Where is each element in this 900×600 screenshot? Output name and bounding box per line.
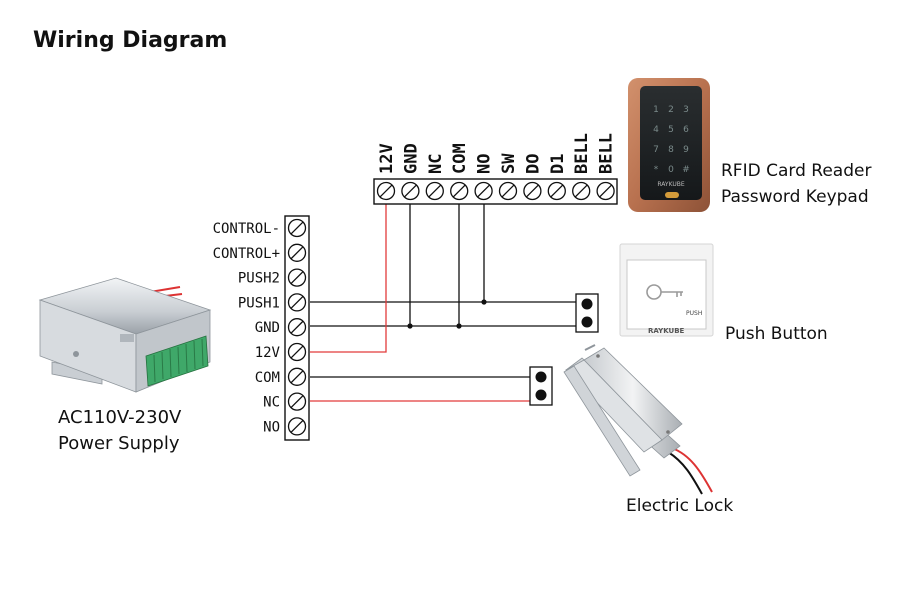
power-terminal-label: PUSH2 — [238, 271, 280, 287]
power-terminal-screw — [287, 268, 307, 287]
button-brand: RAYKUBE — [648, 327, 685, 335]
reader-terminal-label: NC — [426, 154, 446, 174]
button-push-text: PUSH — [686, 310, 702, 317]
reader-terminal-screw — [401, 181, 420, 201]
wire-12v — [310, 193, 387, 353]
reader-terminal-label: BELL — [572, 133, 592, 174]
power-terminal-label: 12V — [255, 345, 281, 361]
reader-terminal-label: DO — [523, 154, 543, 174]
power-terminal-screw — [287, 243, 307, 262]
keypad-digit: * — [654, 165, 659, 175]
wires — [310, 193, 578, 402]
reader-terminal-label: COM — [450, 143, 470, 174]
keypad-digit: 8 — [668, 145, 674, 155]
power-caption-line2: Power Supply — [58, 433, 180, 454]
power-terminal-screw — [287, 342, 307, 362]
power-terminal-screw — [287, 392, 307, 411]
keypad-digit: 9 — [683, 145, 689, 155]
keypad-digit: 5 — [668, 125, 674, 135]
keypad-digit: 0 — [668, 165, 674, 175]
keypad-digit: 3 — [683, 105, 689, 115]
electric-lock-device — [563, 344, 713, 495]
reader-terminal-screw — [450, 181, 469, 201]
power-terminal-label: NO — [263, 419, 280, 435]
reader-caption-line2: Password Keypad — [721, 187, 869, 207]
junction-dot — [407, 323, 413, 329]
reader-terminal-screw — [596, 181, 615, 201]
reader-terminal-screw — [474, 181, 493, 201]
reader-terminal-label: 12V — [377, 143, 397, 174]
power-terminal-screw — [287, 417, 307, 436]
power-terminal-label: CONTROL+ — [213, 246, 280, 262]
key-icon — [646, 284, 683, 300]
keypad-digit: # — [682, 165, 690, 175]
push-button-caption: Push Button — [725, 324, 828, 344]
push-button-connector — [575, 293, 599, 333]
power-terminal-label: NC — [263, 395, 280, 411]
reader-terminal-label: BELL — [597, 133, 617, 174]
reader-terminal-screw — [547, 181, 566, 201]
lock-connector — [529, 366, 553, 406]
power-terminal-label: COM — [255, 370, 280, 386]
power-terminal-label: PUSH1 — [238, 295, 280, 311]
power-terminal-screw — [287, 293, 307, 312]
reader-terminal-screw — [376, 181, 396, 201]
push-button-device: PUSH RAYKUBE — [619, 243, 714, 337]
power-terminal-label: CONTROL- — [213, 221, 280, 237]
lock-caption: Electric Lock — [626, 496, 733, 516]
keypad-digit: 1 — [653, 105, 659, 115]
junction-dot — [456, 323, 462, 329]
reader-terminal-screw — [498, 181, 518, 201]
reader-terminal-label: NO — [475, 154, 495, 174]
power-terminal-screw — [287, 218, 307, 238]
keypad-digit: 4 — [653, 125, 659, 135]
reader-terminal-label: D1 — [548, 154, 568, 174]
power-terminal-label: GND — [255, 320, 280, 336]
power-terminal-screw — [287, 318, 307, 337]
reader-terminal-label: SW — [499, 153, 519, 174]
keypad-digit: 6 — [683, 125, 689, 135]
reader-terminal-label: GND — [401, 143, 421, 174]
keypad-digit: 7 — [653, 145, 659, 155]
junction-dot — [481, 299, 487, 305]
reader-terminal-screw — [572, 181, 591, 201]
page-title: Wiring Diagram — [33, 28, 227, 53]
keypad-digit: 2 — [668, 105, 674, 115]
reader-brand: RAYKUBE — [657, 181, 685, 188]
power-supply-device — [38, 277, 212, 393]
power-caption-line1: AC110V-230V — [58, 407, 182, 428]
reader-terminal-screw — [523, 181, 542, 201]
reader-terminal-screw — [425, 181, 444, 201]
power-terminal-screw — [287, 367, 307, 386]
reader-caption-line1: RFID Card Reader — [721, 161, 871, 181]
